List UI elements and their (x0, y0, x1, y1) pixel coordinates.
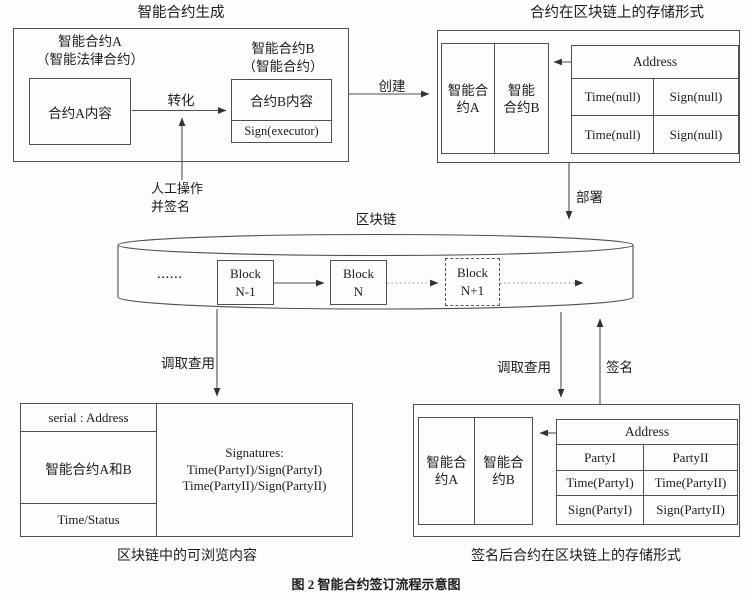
fetch-left-label: 调取查用 (161, 356, 215, 371)
storage-table-cell: Time(null) (572, 79, 654, 115)
signed-table-cell: PartyI (557, 445, 644, 470)
storage-table-cell: Sign(null) (669, 89, 723, 104)
storage-contracts-box: 智能合 约A 智能 合约B (441, 43, 549, 154)
storage-table-cell: Sign(null) (669, 126, 723, 142)
signed-contract-b-cell: 智能合 约B (483, 455, 524, 487)
storage-table-cell: Time(null) (572, 116, 654, 153)
signed-storage-caption: 签名后合约在区块链上的存储形式 (471, 549, 681, 564)
contract-a-content-box: 合约A内容 (29, 78, 131, 145)
manual-operation-line1: 人工操作 (151, 181, 204, 196)
signed-table-cell: PartyII (672, 449, 709, 465)
generation-title: 智能合约生成 (137, 5, 225, 21)
block-n: Block N (330, 260, 387, 305)
storage-table-header: Address (572, 46, 738, 79)
signed-table-row: Sign(PartyI) Sign(PartyII) (557, 496, 737, 524)
blockchain-ellipsis: ...... (157, 266, 183, 282)
block-n-1-line1: Block (229, 265, 262, 281)
signed-table-cell: Time(PartyII) (654, 475, 727, 490)
signed-contract-a-cell: 智能合 约A (419, 418, 475, 524)
block-n-plus-1-line2: N+1 (460, 283, 485, 298)
contract-a-heading-line1: 智能合约A (58, 34, 122, 49)
storage-table: Address Time(null) Sign(null) Time(null)… (571, 45, 739, 154)
generation-box (13, 28, 349, 162)
block-n-plus-1: Block N+1 (445, 258, 500, 306)
signatures-line3: Time(PartyII)/Sign(PartyII) (182, 478, 327, 494)
blockchain-label: 区块链 (355, 212, 397, 227)
fetch-right-label: 调取查用 (497, 360, 551, 375)
signed-storage-box (413, 404, 740, 537)
contract-a-heading-line2: （智能法律合约） (36, 52, 144, 67)
browse-caption: 区块链中的可浏览内容 (117, 549, 257, 564)
contract-b-box: 合约B内容 Sign(executor) (231, 79, 332, 143)
storage-table-row: Time(null) Sign(null) (572, 79, 738, 116)
browse-signatures-cell: Signatures: Time(PartyI)/Sign(PartyI) Ti… (157, 404, 352, 536)
contract-a-heading: 智能合约A （智能法律合约） (17, 33, 163, 69)
signed-table-row: PartyI PartyII (557, 445, 737, 471)
storage-box (437, 30, 740, 163)
storage-contract-b-cell: 智能 合约B (503, 82, 540, 115)
figure-caption: 图 2 智能合约签订流程示意图 (291, 577, 461, 592)
storage-title: 合约在区块链上的存储形式 (530, 5, 704, 21)
signed-table: Address PartyI PartyII Time(PartyI) Time… (556, 419, 738, 525)
create-label: 创建 (378, 79, 406, 94)
signed-table-cell: Sign(PartyI) (557, 496, 644, 524)
signed-table-cell: Sign(PartyII) (656, 502, 725, 517)
block-n-line1: Block (342, 265, 375, 281)
block-n-plus-1-line1: Block (456, 265, 489, 280)
manual-operation-label: 人工操作 并签名 (151, 180, 203, 215)
browse-row-time-status: Time/Status (57, 512, 120, 527)
manual-operation-line2: 并签名 (151, 198, 191, 214)
signed-contracts-box: 智能合 约A 智能合 约B (418, 417, 533, 525)
signatures-line1: Signatures: (225, 445, 284, 461)
blockchain-cylinder-bottom (117, 296, 634, 310)
browse-left-column: serial : Address 智能合约A和B Time/Status (21, 404, 157, 536)
deploy-label: 部署 (576, 190, 603, 205)
block-n-1: Block N-1 (217, 260, 274, 305)
block-n-1-line2: N-1 (235, 283, 256, 299)
contract-b-content-cell: 合约B内容 (232, 80, 331, 121)
signed-table-header: Address (557, 420, 737, 445)
storage-contract-a-cell: 智能合 约A (442, 44, 495, 153)
transform-label: 转化 (167, 93, 195, 108)
signed-table-cell: Time(PartyI) (557, 471, 644, 495)
contract-b-heading: 智能合约B （智能合约） (215, 40, 351, 76)
contract-b-heading-line2: （智能合约） (242, 59, 324, 74)
block-n-line2: N (353, 283, 364, 299)
browse-box: serial : Address 智能合约A和B Time/Status Sig… (20, 403, 353, 537)
contract-b-sign-cell: Sign(executor) (244, 124, 319, 138)
blockchain-cylinder-top (117, 233, 634, 257)
sign-label: 签名 (606, 360, 633, 375)
signatures-line2: Time(PartyI)/Sign(PartyI) (186, 461, 323, 477)
contract-b-heading-line1: 智能合约B (251, 41, 315, 56)
browse-row-contracts: 智能合约A和B (21, 432, 156, 504)
signed-table-row: Time(PartyI) Time(PartyII) (557, 471, 737, 496)
storage-table-row: Time(null) Sign(null) (572, 116, 738, 153)
browse-row-serial-address: serial : Address (21, 404, 156, 432)
